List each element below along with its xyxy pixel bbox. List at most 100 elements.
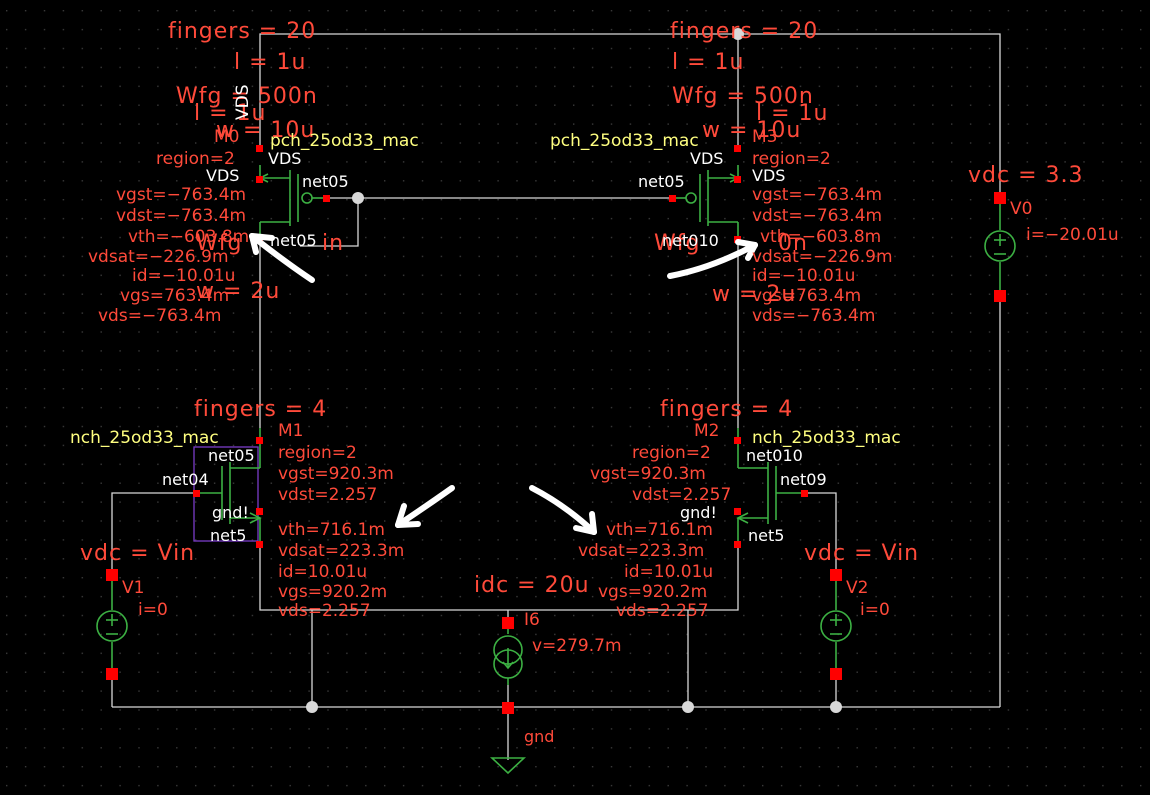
m0-extra: in <box>322 231 344 256</box>
m2-bulk-net: gnd! <box>680 503 717 522</box>
m1-fingers: fingers = 4 <box>194 397 327 422</box>
m2-source-net: net5 <box>748 526 784 545</box>
v0-value: vdc = 3.3 <box>968 163 1084 188</box>
m2-vgs: vgs=920.2m <box>598 582 707 602</box>
m3-instance: M3 <box>752 127 777 147</box>
m3-w-bottom: w = 2u <box>712 282 796 307</box>
v2-value: vdc = Vin <box>804 541 919 566</box>
m0-vds-label2: VDS <box>206 166 239 185</box>
m0-vdst: vdst=−763.4m <box>116 206 246 226</box>
m0-wfg: Wfg = 500n <box>176 84 318 109</box>
m0-length-overlap: l = 1u <box>194 101 266 126</box>
m2-vth: vth=716.1m <box>606 520 713 540</box>
i6-voltage: v=279.7m <box>532 636 622 656</box>
m1-id: id=10.01u <box>278 562 367 582</box>
m3-model: pch_25od33_mac <box>550 131 699 151</box>
m0-fingers: fingers = 20 <box>168 19 316 44</box>
m0-wfg-overlap: Wfg <box>196 231 242 256</box>
m2-fingers: fingers = 4 <box>660 397 793 422</box>
m0-length: l = 1u <box>234 50 306 75</box>
i6-symbol[interactable] <box>493 623 523 685</box>
m3-width-overlap: w = 10u <box>702 118 801 143</box>
m0-region: region=2 <box>156 149 235 169</box>
m3-extra: 0n <box>778 231 808 256</box>
m3-vdsat: vdsat=−226.9m <box>752 247 893 267</box>
wire-m0-diode <box>300 198 359 247</box>
m1-region: region=2 <box>278 443 357 463</box>
m0-model: pch_25od33_mac <box>270 131 419 151</box>
v2-current: i=0 <box>860 600 890 620</box>
m1-bulk-net: gnd! <box>212 503 249 522</box>
m1-vdsat: vdsat=223.3m <box>278 541 404 561</box>
m3-vds: vds=−763.4m <box>752 306 875 326</box>
m2-model: nch_25od33_mac <box>752 428 901 448</box>
m2-vds: vds=2.257 <box>616 601 709 621</box>
m1-drain-net: net05 <box>208 446 255 465</box>
v1-value: vdc = Vin <box>80 541 195 566</box>
v2-symbol[interactable] <box>820 581 852 668</box>
pmos-left-labels: fingers = 20 l = 1u Wfg = 500n l = 1u w … <box>88 19 419 326</box>
m1-vdst: vdst=2.257 <box>278 485 377 505</box>
gnd-label: gnd <box>524 727 554 746</box>
v0-symbol[interactable] <box>984 203 1016 290</box>
m0-id: id=−10.01u <box>132 266 235 286</box>
v1-name: V1 <box>122 578 144 598</box>
annotation-arrows <box>249 233 758 535</box>
v0-name: V0 <box>1010 199 1032 219</box>
wire-net5 <box>259 545 739 611</box>
nmos-left-symbol[interactable] <box>196 428 262 545</box>
m0-w-bottom: w = 2u <box>196 279 280 304</box>
arrow-m3 <box>667 242 758 279</box>
gnd-symbol[interactable] <box>489 757 527 775</box>
m1-vgs: vgs=920.2m <box>278 582 387 602</box>
m1-vth: vth=716.1m <box>278 520 385 540</box>
m2-region: region=2 <box>632 443 711 463</box>
m3-wfg-overlap: Wfg <box>654 231 700 256</box>
i6-value: idc = 20u <box>474 573 590 598</box>
m3-vds-label2: VDS <box>752 166 785 185</box>
m2-vdst: vdst=2.257 <box>632 485 731 505</box>
m3-wfg: Wfg = 500n <box>672 84 814 109</box>
m3-vdst: vdst=−763.4m <box>752 206 882 226</box>
m0-vth: vth=−603.8m <box>128 227 249 247</box>
m2-vgst: vgst=920.3m <box>590 464 706 484</box>
m3-vds-label: VDS <box>690 149 723 168</box>
arrow-m2 <box>529 485 597 535</box>
wires <box>111 33 1001 760</box>
m1-instance: M1 <box>278 421 303 441</box>
m1-model: nch_25od33_mac <box>70 428 219 448</box>
m3-id: id=−10.01u <box>752 266 855 286</box>
v0-current: i=−20.01u <box>1026 225 1119 245</box>
m3-vgs: vgs=763.4m <box>752 286 861 306</box>
m3-length: l = 1u <box>672 50 744 75</box>
m0-gate-net: net05 <box>302 172 349 191</box>
arrow-m0 <box>249 233 315 283</box>
wire-vdd-rail <box>259 33 1001 197</box>
m0-vdsat: vdsat=−226.9m <box>88 247 229 267</box>
nmos-right-labels: fingers = 4 M2 nch_25od33_mac net010 reg… <box>578 397 901 621</box>
m1-vgst: vgst=920.3m <box>278 464 394 484</box>
m1-gate-net: net04 <box>162 470 209 489</box>
m3-length-overlap: l = 1u <box>756 101 828 126</box>
pmos-right-labels: fingers = 20 l = 1u Wfg = 500n l = 1u w … <box>550 19 893 326</box>
m1-vds: vds=2.257 <box>278 601 371 621</box>
wire-net04 <box>111 492 196 575</box>
m0-vds-rotated: VDS <box>233 84 253 120</box>
junctions <box>306 28 842 713</box>
i6-name: I6 <box>524 610 540 630</box>
m2-vdsat: vdsat=223.3m <box>578 541 704 561</box>
m2-instance: M2 <box>694 421 719 441</box>
m1-source-net: net5 <box>210 526 246 545</box>
nmos-right-symbol[interactable] <box>736 428 804 545</box>
m3-drain-net: net010 <box>662 231 719 250</box>
m3-gate-net: net05 <box>638 172 685 191</box>
m0-drain-net: net05 <box>270 231 317 250</box>
m3-vth: vth=−603.8m <box>760 227 881 247</box>
m3-region: region=2 <box>752 149 831 169</box>
m2-gate-net: net09 <box>780 470 827 489</box>
pmos-right-symbol[interactable] <box>672 165 740 240</box>
v1-symbol[interactable] <box>96 581 128 668</box>
v1-current: i=0 <box>138 600 168 620</box>
